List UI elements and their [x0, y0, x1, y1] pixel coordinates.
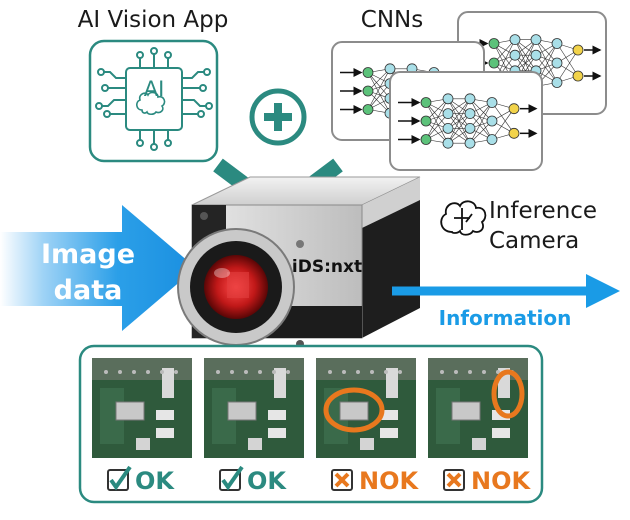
information-arrow-head	[586, 274, 620, 308]
result-label: NOK	[471, 467, 531, 495]
image-data-label-line2: data	[54, 275, 123, 306]
cnn-node	[442, 93, 454, 105]
result-label: OK	[247, 467, 287, 495]
result-label: OK	[135, 467, 175, 495]
cnn-node	[508, 127, 520, 139]
cnn-node	[488, 57, 500, 69]
image-data-arrow	[0, 205, 196, 331]
cnn-stack	[331, 11, 607, 171]
cnn-node	[442, 108, 454, 119]
camera-brand-label: iDS:nxt	[292, 257, 362, 277]
cnn-node	[572, 44, 584, 56]
inference-label-line1: Inference	[489, 198, 597, 224]
brain-icon	[440, 200, 487, 236]
cnn-node	[486, 97, 498, 108]
cnn-node	[384, 63, 396, 75]
cnn-node	[530, 34, 542, 45]
result-ok: OK	[204, 358, 304, 495]
cnn-node	[420, 134, 432, 145]
cnn-node	[486, 115, 498, 127]
cnns-title: CNNs	[361, 7, 423, 33]
cnn-node	[488, 38, 500, 49]
cnn-node	[551, 77, 563, 88]
cnn-node	[420, 97, 432, 108]
cnn-node	[551, 38, 563, 49]
cnn-node	[572, 70, 584, 82]
cnn-node	[464, 137, 476, 149]
cnn-node	[442, 122, 454, 134]
image-data-label-line1: Image	[41, 239, 135, 270]
plus-icon	[249, 88, 307, 146]
cnn-node	[551, 57, 563, 69]
cnn-node	[442, 137, 454, 149]
inspection-results: OK OK NOK NOK	[92, 358, 531, 495]
cnn-node	[530, 49, 542, 61]
ai-chip-icon	[95, 47, 213, 151]
cnn-node	[509, 34, 521, 45]
cnn-card	[389, 71, 543, 171]
cnn-node	[464, 122, 476, 134]
cnn-node	[464, 108, 476, 119]
result-nok: NOK	[428, 358, 531, 495]
results-panel	[78, 344, 544, 504]
ai-vision-app-title: AI Vision App	[78, 7, 229, 33]
result-label: NOK	[359, 467, 419, 495]
defect-marker	[323, 387, 385, 433]
cnn-node	[362, 67, 374, 78]
information-label: Information	[439, 306, 572, 330]
camera	[177, 176, 421, 348]
cnn-node	[420, 115, 432, 127]
cnn-node	[509, 49, 521, 61]
result-nok: NOK	[316, 358, 419, 495]
cnn-node	[486, 134, 498, 145]
defect-marker	[491, 369, 525, 419]
chip-label: AI	[144, 77, 165, 101]
cnn-node	[362, 85, 374, 97]
cnn-node	[362, 104, 374, 115]
result-ok: OK	[92, 358, 192, 495]
cnn-node	[508, 103, 520, 115]
inference-label-line2: Camera	[489, 228, 579, 254]
cnn-node	[464, 93, 476, 105]
